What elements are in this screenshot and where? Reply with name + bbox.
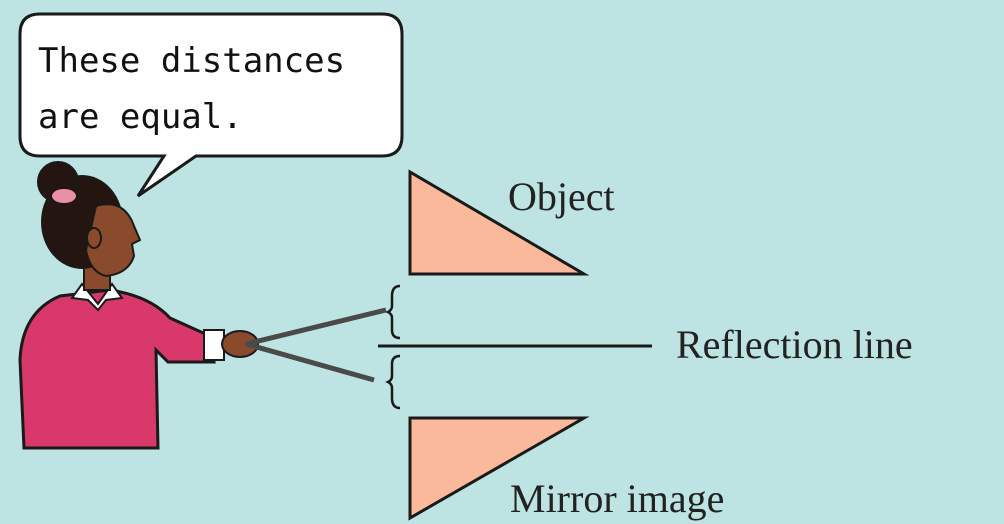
mirror-image-label: Mirror image [510,476,724,521]
teacher-ear [87,228,101,248]
teacher-hair-band [52,189,76,203]
speech-line-2: are equal. [38,97,243,137]
object-label: Object [508,174,615,219]
speech-line-1: These distances [38,41,345,81]
reflection-line-label: Reflection line [676,322,913,367]
teacher-cuff [204,330,224,360]
